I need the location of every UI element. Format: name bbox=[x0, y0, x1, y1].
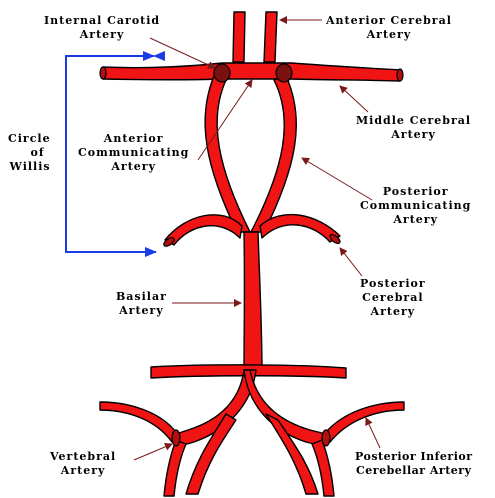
label-line: Artery bbox=[116, 304, 167, 318]
label-line: of bbox=[8, 146, 51, 160]
label-line: Posterior bbox=[360, 185, 471, 199]
label-line: Cerebral bbox=[360, 291, 426, 305]
label-internal-carotid-artery: Internal Carotid Artery bbox=[44, 14, 160, 42]
label-line: Basilar bbox=[116, 290, 167, 304]
leader-posterior-cerebral bbox=[340, 248, 362, 276]
basilar-artery bbox=[244, 232, 262, 372]
internal-carotid-node-left bbox=[214, 64, 230, 82]
posterior-communicating-artery-left bbox=[205, 76, 250, 232]
label-line: Internal Carotid bbox=[44, 14, 160, 28]
middle-cerebral-artery bbox=[103, 63, 400, 81]
label-vertebral-artery: Vertebral Artery bbox=[50, 450, 116, 478]
artery-end-cap bbox=[100, 67, 106, 79]
label-line: Posterior bbox=[360, 277, 426, 291]
label-basilar-artery: Basilar Artery bbox=[116, 290, 167, 318]
label-line: Communicating bbox=[78, 146, 189, 160]
internal-carotid-node-right bbox=[276, 64, 292, 82]
label-line: Anterior bbox=[78, 132, 189, 146]
pica-left-lower bbox=[164, 440, 186, 496]
label-line: Artery bbox=[326, 28, 452, 42]
posterior-communicating-artery-right bbox=[251, 76, 296, 232]
label-line: Artery bbox=[78, 160, 189, 174]
label-anterior-communicating-artery: Anterior Communicating Artery bbox=[78, 132, 189, 174]
label-line: Vertebral bbox=[50, 450, 116, 464]
label-line: Circle bbox=[8, 132, 51, 146]
label-anterior-cerebral-artery: Anterior Cerebral Artery bbox=[326, 14, 452, 42]
label-line: Willis bbox=[8, 160, 51, 174]
label-line: Artery bbox=[44, 28, 160, 42]
label-posterior-cerebral-artery: Posterior Cerebral Artery bbox=[360, 277, 426, 319]
label-line: Cerebellar Artery bbox=[355, 464, 473, 478]
label-line: Posterior Inferior bbox=[355, 450, 473, 464]
artery-end-cap bbox=[322, 430, 330, 446]
label-line: Middle Cerebral bbox=[356, 114, 471, 128]
label-line: Artery bbox=[356, 128, 471, 142]
label-posterior-inferior-cerebellar-artery: Posterior Inferior Cerebellar Artery bbox=[355, 450, 473, 478]
leader-internal-carotid bbox=[150, 38, 215, 68]
label-line: Communicating bbox=[360, 199, 471, 213]
pica-left bbox=[100, 402, 176, 442]
artery-end-cap bbox=[172, 430, 180, 446]
posterior-cerebral-artery-right bbox=[260, 215, 340, 242]
leader-middle-cerebral bbox=[340, 86, 368, 112]
posterior-cerebral-artery-left bbox=[165, 215, 242, 245]
anterior-cerebral-artery-left bbox=[233, 12, 245, 62]
label-line: Anterior Cerebral bbox=[326, 14, 452, 28]
leader-vertebral bbox=[134, 444, 172, 460]
label-posterior-communicating-artery: Posterior Communicating Artery bbox=[360, 185, 471, 227]
label-line: Artery bbox=[50, 464, 116, 478]
pica-right bbox=[326, 402, 404, 442]
artery-end-cap bbox=[397, 69, 403, 81]
label-line: Artery bbox=[360, 305, 426, 319]
label-middle-cerebral-artery: Middle Cerebral Artery bbox=[356, 114, 471, 142]
anterior-cerebral-artery-right bbox=[264, 12, 277, 62]
label-line: Artery bbox=[360, 213, 471, 227]
label-circle-of-willis: Circle of Willis bbox=[8, 132, 51, 174]
leader-pica bbox=[366, 418, 380, 448]
